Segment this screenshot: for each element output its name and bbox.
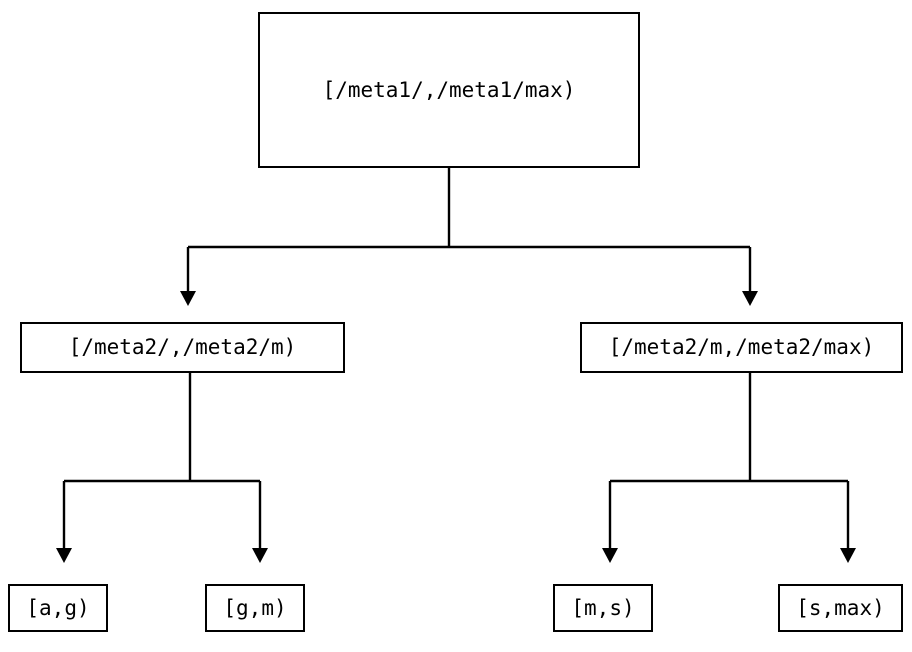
arrow-head-icon-leaf-smax (840, 548, 856, 563)
arrow-head-icon-mid-right (742, 291, 758, 306)
tree-node-mid-left: [/meta2/,/meta2/m) (20, 322, 345, 373)
tree-node-leaf-gm-label: [g,m) (223, 595, 287, 620)
tree-node-root-label: [/meta1/,/meta1/max) (322, 77, 576, 102)
tree-node-mid-right: [/meta2/m,/meta2/max) (580, 322, 903, 373)
tree-node-mid-right-label: [/meta2/m,/meta2/max) (608, 335, 875, 359)
tree-node-mid-left-label: [/meta2/,/meta2/m) (68, 335, 297, 359)
tree-node-root: [/meta1/,/meta1/max) (258, 12, 640, 168)
tree-node-leaf-gm: [g,m) (205, 584, 305, 632)
tree-node-leaf-ag-label: [a,g) (26, 595, 90, 620)
tree-node-leaf-ms-label: [m,s) (571, 595, 635, 620)
arrow-head-icon-leaf-gm (252, 548, 268, 563)
arrow-head-icon-leaf-ag (56, 548, 72, 563)
tree-node-leaf-smax-label: [s,max) (796, 595, 885, 620)
arrow-head-icon-mid-left (180, 291, 196, 306)
tree-node-leaf-ms: [m,s) (553, 584, 653, 632)
tree-node-leaf-ag: [a,g) (8, 584, 108, 632)
arrow-head-icon-leaf-ms (602, 548, 618, 563)
tree-node-leaf-smax: [s,max) (778, 584, 903, 632)
